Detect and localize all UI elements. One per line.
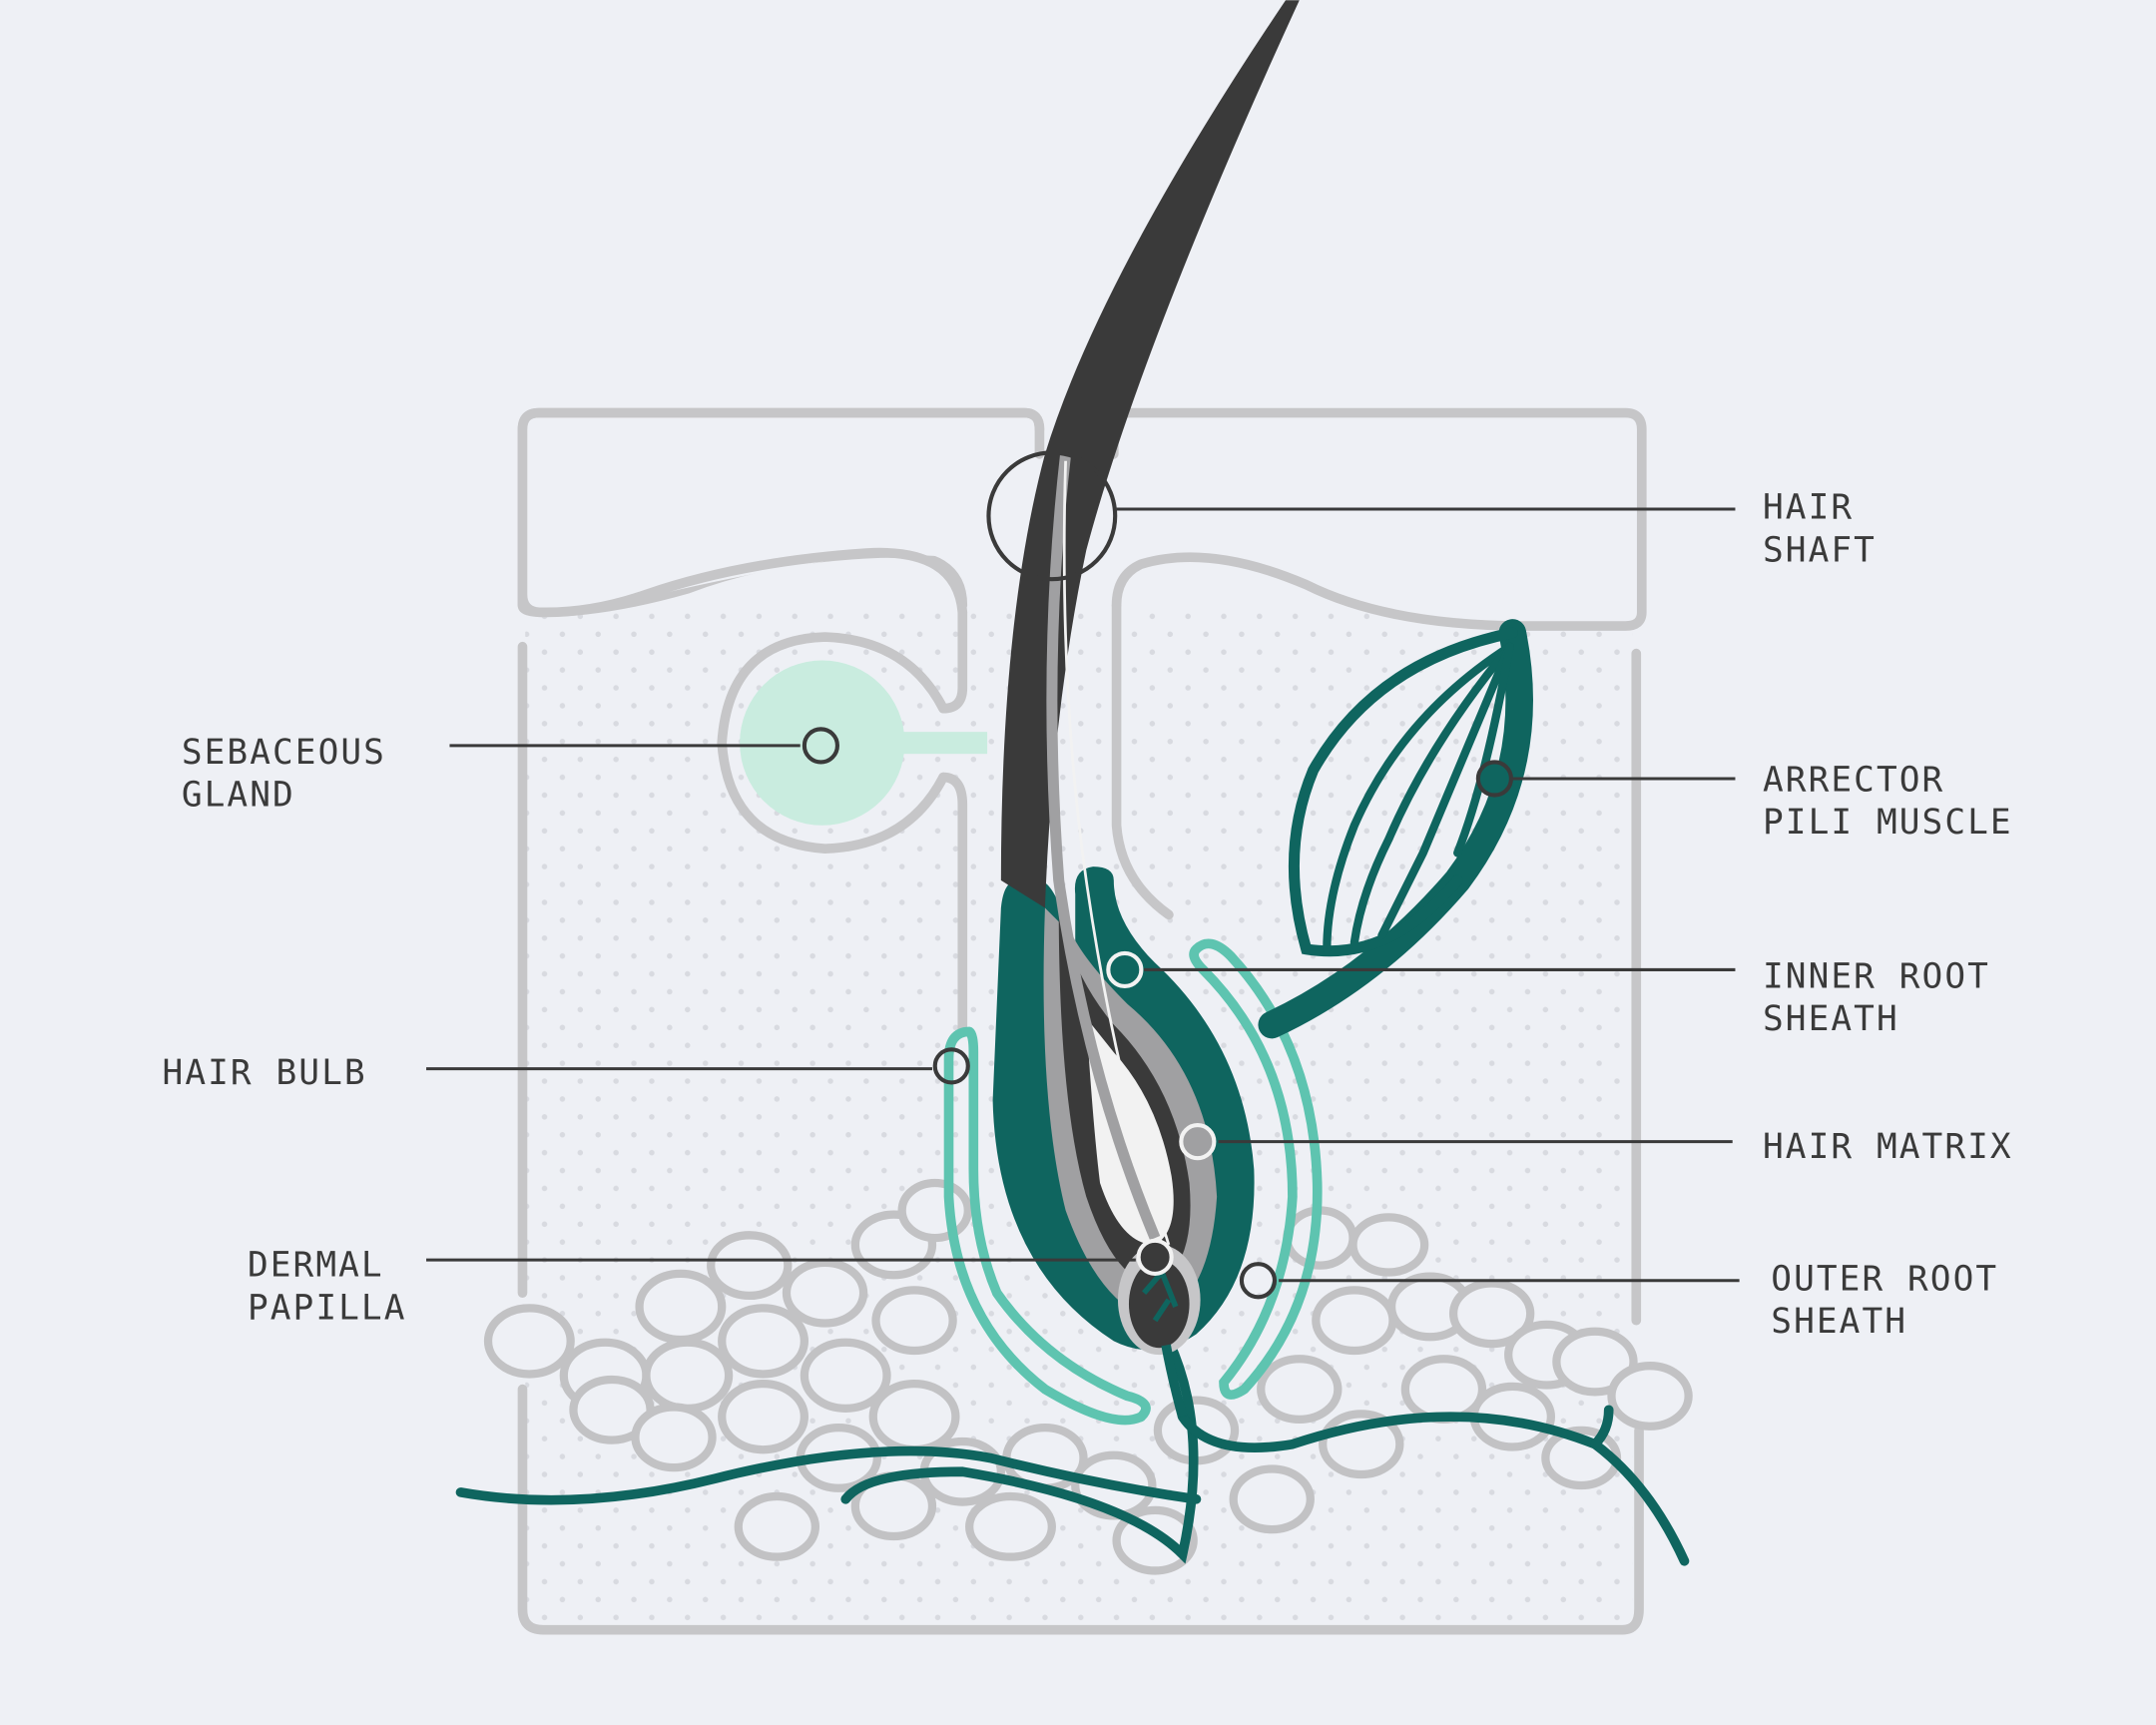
hair-shaft-label-line1: HAIR [1763, 488, 1854, 528]
nerve-fibers [455, 1336, 1690, 1566]
hair-matrix-marker [1179, 1123, 1217, 1161]
sebaceous-gland-label-line2: GLAND [182, 776, 295, 816]
label-hair-matrix: HAIR MATRIX [1179, 1123, 2013, 1167]
hair-shaft-label-line2: SHAFT [1763, 530, 1877, 570]
dermal-papilla-marker [1136, 1238, 1174, 1276]
arrector-pili-label-line2: PILI MUSCLE [1763, 803, 2013, 843]
outer-root-sheath-label-line1: OUTER ROOT [1771, 1259, 1998, 1299]
arrector-pili-muscle [1258, 619, 1533, 1039]
outer-root-sheath-label-line2: SHEATH [1771, 1302, 1907, 1342]
arrector-pili-label-line1: ARRECTOR [1763, 760, 1944, 800]
epidermis [517, 407, 1647, 631]
hair-matrix-label: HAIR MATRIX [1763, 1127, 2013, 1167]
hair-shaft-marker [986, 450, 1118, 582]
arrector-pili-marker [1475, 760, 1513, 798]
label-outer-root-sheath: OUTER ROOT SHEATH [1239, 1259, 1998, 1342]
sebaceous-gland-marker [802, 727, 839, 765]
inner-root-sheath-label-line2: SHEATH [1763, 999, 1899, 1039]
label-dermal-papilla: DERMAL PAPILLA [248, 1238, 1174, 1328]
label-sebaceous-gland: SEBACEOUS GLAND [182, 727, 839, 816]
label-hair-shaft: HAIR SHAFT [986, 450, 1877, 582]
dermal-papilla-label-line1: DERMAL [248, 1246, 384, 1286]
outer-root-sheath-marker [1239, 1262, 1278, 1300]
label-arrector-pili-muscle: ARRECTOR PILI MUSCLE [1475, 760, 2013, 843]
sebaceous-gland-label-line1: SEBACEOUS [182, 733, 386, 773]
label-inner-root-sheath: INNER ROOT SHEATH [1106, 950, 1990, 1039]
inner-root-sheath-label-line1: INNER ROOT [1763, 956, 1990, 996]
inner-root-sheath-marker [1106, 950, 1144, 989]
label-hair-bulb: HAIR BULB [163, 1047, 970, 1093]
dermal-papilla-label-line2: PAPILLA [248, 1288, 407, 1328]
hair-bulb-label: HAIR BULB [163, 1053, 367, 1093]
hair-bulb-marker [932, 1047, 970, 1085]
